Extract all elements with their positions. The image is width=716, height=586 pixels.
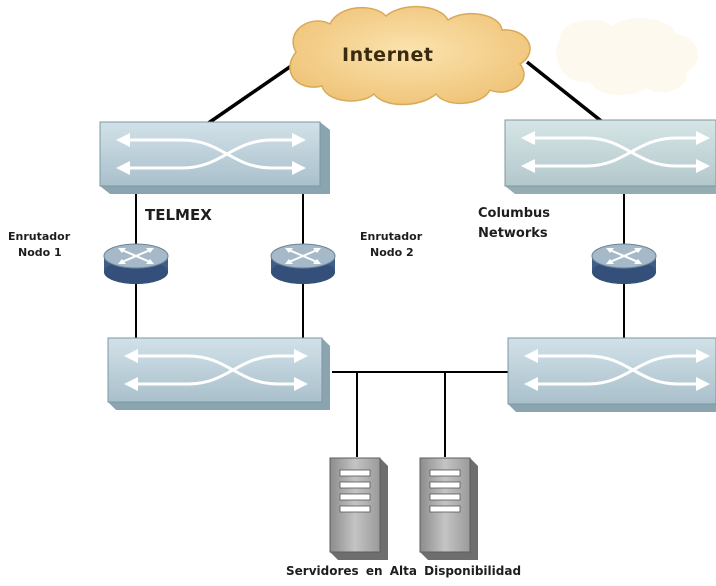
- telmex-label: TELMEX: [145, 206, 212, 224]
- switch-lower-right-icon: [507, 337, 716, 412]
- internet-label: Internet: [342, 44, 434, 66]
- server-1-icon: [329, 457, 388, 560]
- router-nodo1-icon: [103, 243, 169, 284]
- decorative-cloud-icon: [556, 18, 699, 96]
- servers-caption: Servidores en Alta Disponibilidad: [286, 564, 522, 578]
- columbus-label-line1: Columbus: [478, 206, 551, 221]
- connection-links: [135, 60, 625, 457]
- router-nodo2-icon: [270, 243, 336, 284]
- link-internet-columbus-switch: [525, 60, 607, 126]
- switch-lower-left-icon: [107, 337, 330, 410]
- internet-cloud-icon: [289, 5, 531, 106]
- router1-label-line1: Enrutador: [8, 230, 71, 243]
- server-2-icon: [419, 457, 478, 560]
- switch-telmex-icon: [99, 121, 330, 194]
- router2-label-line2: Nodo 2: [370, 246, 414, 259]
- columbus-label-line2: Networks: [478, 226, 548, 241]
- switch-columbus-icon: [504, 119, 716, 194]
- router2-label-line1: Enrutador: [360, 230, 423, 243]
- router-columbus-icon: [591, 243, 657, 284]
- link-internet-telmex-switch: [206, 60, 298, 126]
- router1-label-line2: Nodo 1: [18, 246, 62, 259]
